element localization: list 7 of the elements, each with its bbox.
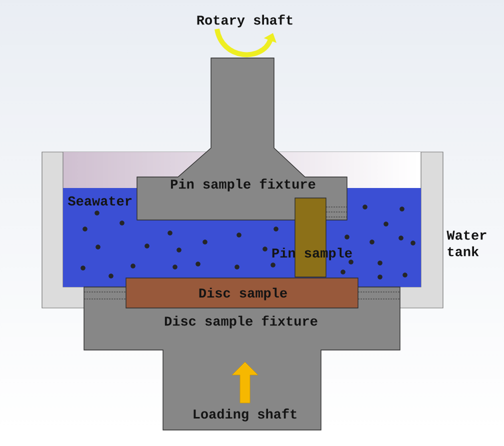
- part-label: Water tank: [446, 230, 486, 256]
- part-label: Seawater: [68, 196, 132, 206]
- part-label: Rotary shaft: [197, 14, 292, 28]
- part-label: Loading shaft: [194, 408, 296, 422]
- part-label: Disc sample: [199, 288, 287, 300]
- part-label: Disc sample fixture: [164, 316, 318, 328]
- part-label: Pin sample fixture: [170, 178, 316, 192]
